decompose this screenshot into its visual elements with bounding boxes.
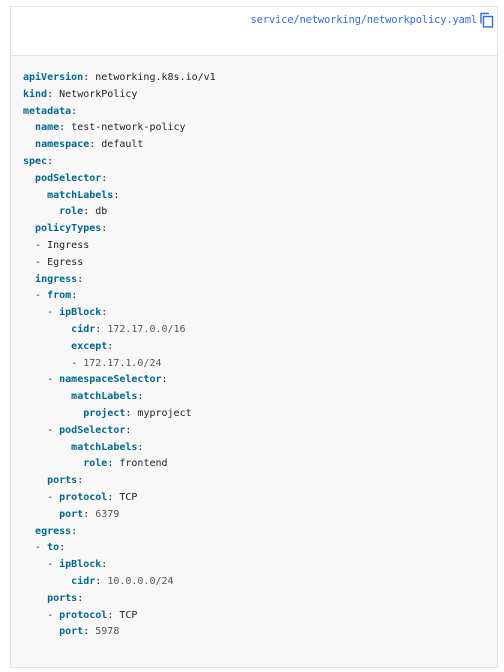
yaml-key: namespace <box>35 139 90 151</box>
list-dash: - <box>35 290 48 302</box>
yaml-key: ports <box>47 592 78 604</box>
list-dash: - <box>47 307 60 319</box>
list-dash: - <box>71 357 84 369</box>
yaml-key: matchLabels <box>71 441 138 453</box>
code-line: - podSelector: <box>47 424 132 436</box>
yaml-value: db <box>95 206 108 218</box>
code-line: apiVersion: networking.k8s.io/v1 <box>23 72 216 83</box>
yaml-value: networking.k8s.io/v1 <box>95 72 216 83</box>
code-line: - ipBlock: <box>47 307 108 319</box>
yaml-key: metadata <box>23 105 72 117</box>
code-line: ports: <box>47 592 84 604</box>
code-line: kind: NetworkPolicy <box>23 88 138 100</box>
file-path-link[interactable]: service/networking/networkpolicy.yaml <box>250 14 478 26</box>
yaml-value: TCP <box>119 609 138 621</box>
code-line: ports: <box>47 475 84 487</box>
yaml-key: port <box>59 626 84 638</box>
code-line: cidr: 10.0.0.0/24 <box>71 575 174 587</box>
yaml-value: 172.17.1.0/24 <box>83 357 162 369</box>
yaml-key: protocol <box>59 491 108 503</box>
list-dash: - <box>47 374 60 386</box>
yaml-key: matchLabels <box>47 189 114 201</box>
code-line: - Egress <box>23 255 497 272</box>
yaml-key: from <box>47 290 72 302</box>
yaml-key: namespaceSelector <box>59 374 162 386</box>
yaml-value: TCP <box>119 491 138 503</box>
code-block: service/networking/networkpolicy.yaml ap… <box>10 6 498 668</box>
code-block-header: service/networking/networkpolicy.yaml <box>11 7 497 56</box>
yaml-key: cidr <box>71 323 96 335</box>
code-line: role: frontend <box>83 458 168 470</box>
code-line: - protocol: TCP <box>47 491 138 503</box>
yaml-code: apiVersion: networking.k8s.io/v1 kind: Ne… <box>11 56 497 641</box>
yaml-value: 5978 <box>95 626 120 638</box>
yaml-key: ipBlock <box>59 559 102 571</box>
yaml-value: test-network-policy <box>71 122 186 134</box>
list-dash: - <box>47 424 60 436</box>
yaml-value: frontend <box>119 458 168 470</box>
code-line: project: myproject <box>83 407 192 419</box>
code-line: - to: <box>35 542 66 554</box>
yaml-key: policyTypes <box>35 223 102 235</box>
list-dash: - <box>35 239 48 251</box>
yaml-key: name <box>35 122 60 134</box>
yaml-key: protocol <box>59 609 108 621</box>
yaml-key: project <box>83 407 126 419</box>
list-dash: - <box>47 609 60 621</box>
yaml-value: Egress <box>47 256 84 268</box>
list-dash: - <box>47 491 60 503</box>
yaml-value: NetworkPolicy <box>59 88 138 100</box>
code-line: - ipBlock: <box>47 559 108 571</box>
yaml-key: ingress <box>35 273 78 285</box>
code-line: spec: <box>23 155 54 167</box>
yaml-key: ports <box>47 475 78 487</box>
list-dash: - <box>35 542 48 554</box>
yaml-key: podSelector <box>35 172 102 184</box>
yaml-value: default <box>101 139 144 151</box>
code-line: cidr: 172.17.0.0/16 <box>71 323 186 335</box>
yaml-key: matchLabels <box>71 391 138 403</box>
list-dash: - <box>47 559 60 571</box>
list-dash: - <box>35 256 48 268</box>
yaml-key: ipBlock <box>59 307 102 319</box>
yaml-key: podSelector <box>59 424 126 436</box>
code-line: egress: <box>35 525 78 537</box>
yaml-key: port <box>59 508 84 520</box>
code-line: port: 5978 <box>59 626 120 638</box>
yaml-value: Ingress <box>47 239 90 251</box>
code-line: except: <box>71 340 114 352</box>
code-line: name: test-network-policy <box>35 122 186 134</box>
yaml-key: kind <box>23 88 48 100</box>
yaml-value: 10.0.0.0/24 <box>107 575 174 587</box>
yaml-value: 6379 <box>95 508 120 520</box>
code-line: - from: <box>35 290 78 302</box>
yaml-key: egress <box>35 525 72 537</box>
code-line: policyTypes: <box>35 223 108 235</box>
code-line: metadata: <box>23 105 78 117</box>
yaml-key: apiVersion <box>23 72 84 83</box>
code-line: - Ingress <box>23 238 497 255</box>
code-line: role: db <box>59 206 108 218</box>
code-line: - namespaceSelector: <box>47 374 168 386</box>
yaml-key: role <box>83 458 108 470</box>
yaml-key: to <box>47 542 60 554</box>
yaml-value: 172.17.0.0/16 <box>107 323 186 335</box>
code-line: - 172.17.1.0/24 <box>23 356 497 373</box>
yaml-key: spec <box>23 155 48 167</box>
copy-icon[interactable] <box>479 12 495 28</box>
code-line: matchLabels: <box>47 189 120 201</box>
yaml-key: role <box>59 206 84 218</box>
code-line: ingress: <box>35 273 84 285</box>
yaml-key: cidr <box>71 575 96 587</box>
code-line: matchLabels: <box>71 391 144 403</box>
yaml-value: myproject <box>137 407 192 419</box>
code-line: - protocol: TCP <box>47 609 138 621</box>
code-line: matchLabels: <box>71 441 144 453</box>
yaml-key: except <box>71 340 108 352</box>
code-line: port: 6379 <box>59 508 120 520</box>
code-line: namespace: default <box>35 139 144 151</box>
code-line: podSelector: <box>35 172 108 184</box>
